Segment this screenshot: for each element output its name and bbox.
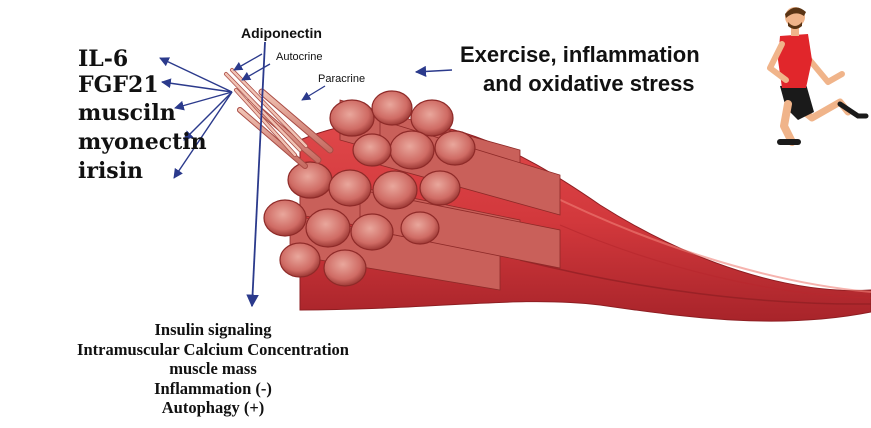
stimulus-arrow (416, 70, 452, 72)
autocrine-arrow (242, 64, 270, 80)
paracrine-arrow (302, 86, 325, 100)
running-man-icon (770, 7, 866, 142)
myokine-musciln-label: musciln (78, 102, 176, 124)
stimulus-line-2: and oxidative stress (483, 73, 695, 95)
effect-calcium-concentration: Intramuscular Calcium Concentration (8, 340, 418, 360)
paracrine-label: Paracrine (318, 74, 365, 85)
adiponectin-arrow (234, 54, 262, 70)
effect-inflammation: Inflammation (-) (8, 379, 418, 399)
skeletal-muscle-bundle-illustration (226, 70, 871, 321)
effect-autophagy: Autophagy (+) (8, 398, 418, 418)
adiponectin-label: Adiponectin (241, 26, 322, 40)
myokine-fgf21-label: FGF21 (78, 74, 159, 96)
effects-list: Insulin signaling Intramuscular Calcium … (8, 320, 418, 418)
myokine-myonectin-label: myonectin (78, 131, 207, 153)
myokine-irisin-label: irisin (78, 160, 143, 182)
autocrine-label: Autocrine (276, 52, 322, 63)
effects-arrow (252, 42, 265, 306)
effect-muscle-mass: muscle mass (8, 359, 418, 379)
effect-insulin-signaling: Insulin signaling (8, 320, 418, 340)
stimulus-line-1: Exercise, inflammation (460, 44, 700, 66)
myokine-il6-label: IL-6 (78, 48, 128, 70)
